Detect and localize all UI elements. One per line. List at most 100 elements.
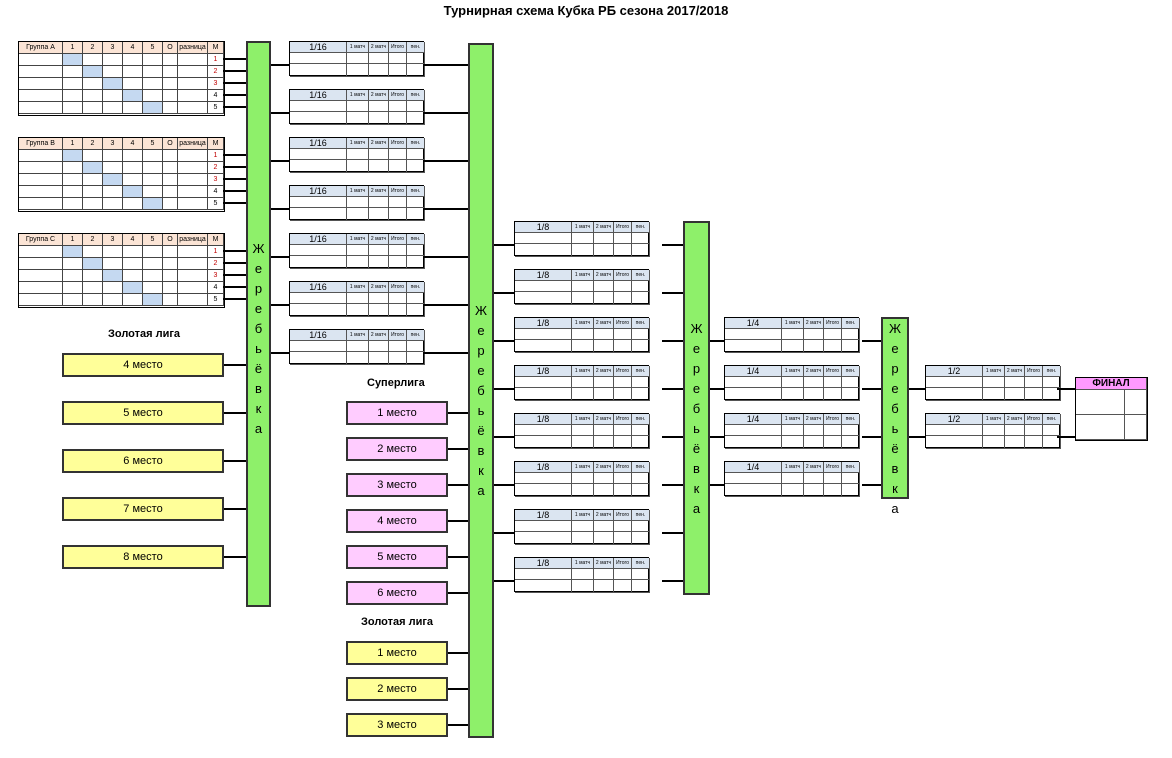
group-header-cell: 2 bbox=[83, 138, 103, 150]
connector-line bbox=[223, 58, 248, 60]
match-cell bbox=[407, 293, 425, 304]
connector-line bbox=[424, 208, 468, 210]
match-cell bbox=[347, 197, 369, 208]
group-cell: 2 bbox=[208, 162, 224, 174]
match-cell bbox=[572, 532, 594, 545]
match-cell bbox=[572, 377, 594, 388]
group-cell bbox=[19, 102, 63, 114]
match-cell bbox=[1025, 436, 1043, 449]
group-cell bbox=[83, 102, 103, 114]
match-header-cell: 2 матч bbox=[369, 234, 389, 245]
group-cell: 2 bbox=[208, 66, 224, 78]
group-cell bbox=[83, 258, 103, 270]
draw-letter: ь bbox=[255, 341, 262, 356]
match-cell bbox=[389, 64, 407, 77]
group-cell: 5 bbox=[208, 102, 224, 114]
match-header-cell: пен. bbox=[407, 42, 425, 53]
connector-line bbox=[493, 340, 514, 342]
group-cell bbox=[83, 246, 103, 258]
group-cell bbox=[19, 162, 63, 174]
match-header-cell: 2 матч bbox=[594, 462, 614, 473]
match-cell bbox=[347, 304, 369, 317]
match-cell bbox=[824, 340, 842, 353]
connector-line bbox=[493, 484, 514, 486]
match-cell bbox=[725, 377, 782, 388]
match-cell bbox=[407, 160, 425, 173]
draw-letter: а bbox=[477, 483, 485, 498]
group-cell bbox=[163, 186, 178, 198]
group-cell bbox=[163, 90, 178, 102]
match-cell bbox=[572, 233, 594, 244]
group-header-cell: 5 bbox=[143, 42, 163, 54]
match-cell bbox=[842, 377, 860, 388]
match-cell bbox=[804, 436, 824, 449]
group-cell bbox=[83, 282, 103, 294]
match-cell bbox=[614, 281, 632, 292]
group-cell: 3 bbox=[208, 78, 224, 90]
group-cell bbox=[19, 294, 63, 306]
connector-line bbox=[493, 388, 514, 390]
match-cell bbox=[632, 521, 650, 532]
group-header-cell: Группа C bbox=[19, 234, 63, 246]
connector-line bbox=[424, 160, 468, 162]
match-cell bbox=[515, 377, 572, 388]
draw-letter: ь bbox=[477, 403, 485, 418]
match-header-cell: 1 матч bbox=[572, 414, 594, 425]
connector-line bbox=[424, 352, 468, 354]
gold-league-place: 3 место bbox=[346, 713, 448, 737]
match-header-cell: 1/16 bbox=[290, 282, 347, 293]
draw-letter: б bbox=[477, 383, 485, 398]
match-cell bbox=[389, 293, 407, 304]
match-cell bbox=[389, 53, 407, 64]
group-cell bbox=[123, 198, 143, 210]
match-header-cell: 1/8 bbox=[515, 318, 572, 329]
match-cell bbox=[614, 532, 632, 545]
match-cell bbox=[389, 256, 407, 269]
super-league-place: 6 место bbox=[346, 581, 448, 605]
match-header-cell: 2 матч bbox=[594, 366, 614, 377]
match-cell bbox=[369, 304, 389, 317]
connector-line bbox=[224, 364, 248, 366]
group-cell bbox=[178, 282, 208, 294]
connector-line bbox=[448, 484, 470, 486]
match-header-cell: Итого bbox=[389, 234, 407, 245]
group-cell bbox=[19, 246, 63, 258]
group-cell bbox=[163, 294, 178, 306]
match-cell bbox=[572, 292, 594, 305]
match-header-cell: Итого bbox=[1025, 366, 1043, 377]
draw-letter: а bbox=[891, 501, 899, 516]
match-cell bbox=[824, 473, 842, 484]
draw-letter: в bbox=[693, 461, 700, 476]
match-cell bbox=[290, 341, 347, 352]
match-cell bbox=[407, 64, 425, 77]
match-header-cell: Итого bbox=[614, 318, 632, 329]
match-cell bbox=[1043, 425, 1061, 436]
match-header-cell: 1/8 bbox=[515, 558, 572, 569]
match-cell bbox=[842, 329, 860, 340]
super-league-place: 4 место bbox=[346, 509, 448, 533]
match-cell bbox=[614, 425, 632, 436]
match-header-cell: 2 матч bbox=[369, 330, 389, 341]
match-cell bbox=[290, 256, 347, 269]
connector-line bbox=[224, 556, 248, 558]
match-cell bbox=[632, 436, 650, 449]
match-cell bbox=[1043, 377, 1061, 388]
match-cell bbox=[407, 208, 425, 221]
match-header-cell: пен. bbox=[842, 414, 860, 425]
match-cell bbox=[369, 256, 389, 269]
match-cell bbox=[804, 377, 824, 388]
match-header-cell: 1 матч bbox=[572, 222, 594, 233]
draw-letter: ё bbox=[692, 441, 701, 456]
match-cell bbox=[515, 436, 572, 449]
match-header-cell: пен. bbox=[1043, 366, 1061, 377]
match-cell bbox=[1025, 377, 1043, 388]
group-cell bbox=[178, 186, 208, 198]
match-cell bbox=[725, 388, 782, 401]
match-header-cell: Итого bbox=[389, 330, 407, 341]
match-cell bbox=[614, 473, 632, 484]
match-header-cell: 2 матч bbox=[1005, 414, 1025, 425]
